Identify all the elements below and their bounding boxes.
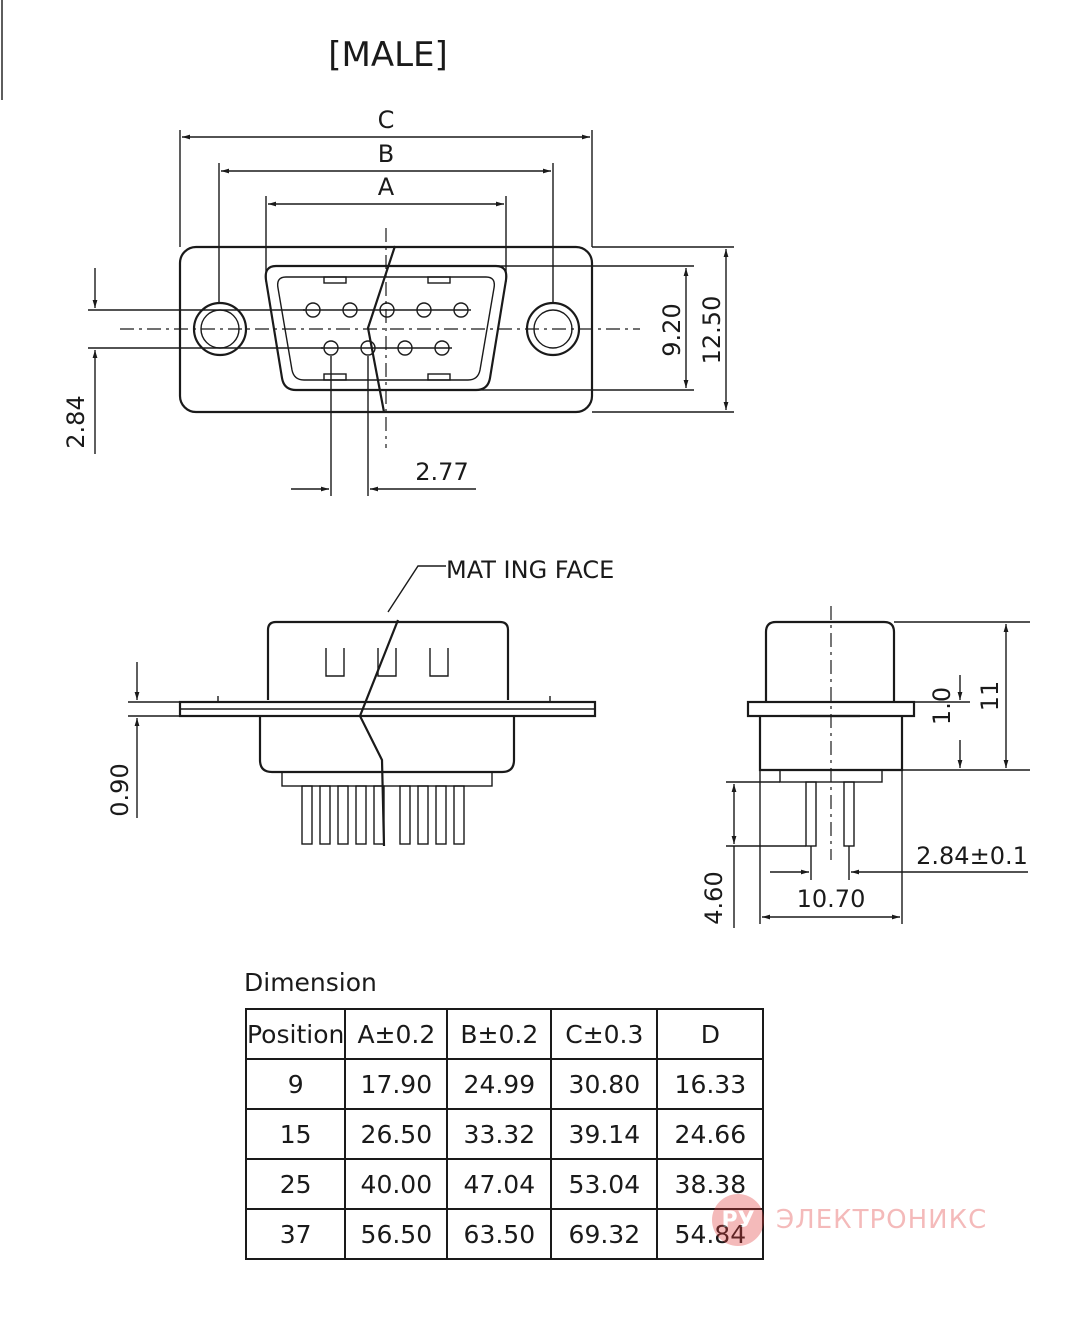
- mating-face-leader: [387, 565, 446, 613]
- dim-label-c: C: [378, 106, 395, 134]
- front-insulator: [281, 771, 493, 787]
- contact-slot: [429, 648, 449, 677]
- dim-label-flange: 0.90: [106, 763, 134, 816]
- table-cell: 24.99: [446, 1058, 553, 1110]
- table-cell: 56.50: [344, 1208, 449, 1260]
- table-row: 25 40.00 47.04 53.04 38.38: [244, 1158, 765, 1210]
- table-cell: 17.90: [344, 1058, 449, 1110]
- table-row: 15 26.50 33.32 39.14 24.66: [244, 1108, 765, 1160]
- key-slot: [323, 373, 347, 381]
- key-slot: [427, 276, 451, 284]
- table-cell: 16.33: [656, 1058, 765, 1110]
- dim-label-row-offset: 2.84: [62, 395, 90, 448]
- mating-face-label: MAT ING FACE: [446, 556, 614, 584]
- table-cell: 54.84: [656, 1208, 765, 1260]
- dim-label-shell: 1.0: [928, 687, 956, 725]
- dim-label-total: 11: [976, 681, 1004, 712]
- table-header-row: Position A±0.2 B±0.2 C±0.3 D: [244, 1008, 765, 1060]
- watermark-logo-icon: РУ: [712, 1194, 764, 1246]
- dim-label-pin-length: 4.60: [700, 871, 728, 924]
- side-pin-left: [805, 781, 817, 847]
- watermark-text: ЭЛЕКТРОНИКС: [776, 1205, 988, 1235]
- side-shell-upper: [764, 620, 896, 702]
- table-cell: 63.50: [446, 1208, 553, 1260]
- front-shell-upper: [266, 620, 510, 700]
- table-cell: 30.80: [550, 1058, 659, 1110]
- table-cell: 24.66: [656, 1108, 765, 1160]
- header-c: C±0.3: [550, 1008, 659, 1060]
- contact-slot: [377, 648, 397, 677]
- header-b: B±0.2: [446, 1008, 553, 1060]
- dim-label-row-spacing: 2.84±0.1: [916, 842, 1028, 870]
- dim-label-b: B: [378, 140, 394, 168]
- table-cell: 26.50: [344, 1108, 449, 1160]
- dimension-table: Position A±0.2 B±0.2 C±0.3 D 9 17.90 24.…: [244, 1008, 765, 1260]
- table-cell: 69.32: [550, 1208, 659, 1260]
- table-cell: 53.04: [550, 1158, 659, 1210]
- key-slot: [427, 373, 451, 381]
- front-shell-lower: [258, 716, 516, 774]
- dim-label-inner-height: 9.20: [658, 303, 686, 356]
- table-cell: 39.14: [550, 1108, 659, 1160]
- header-position: Position: [244, 1008, 347, 1060]
- contact-slot: [325, 648, 345, 677]
- dim-label-width: 10.70: [797, 885, 866, 913]
- table-cell: 15: [244, 1108, 347, 1160]
- front-break-line: [358, 619, 400, 847]
- watermark: РУ ЭЛЕКТРОНИКС: [712, 1194, 987, 1246]
- table-cell: 40.00: [344, 1158, 449, 1210]
- dim-label-a: A: [378, 173, 395, 201]
- break-line: [366, 245, 397, 413]
- header-a: A±0.2: [344, 1008, 449, 1060]
- table-row: 9 17.90 24.99 30.80 16.33: [244, 1058, 765, 1110]
- pin-row-top: [303, 302, 471, 318]
- d-shell-inner: [276, 276, 496, 381]
- table-cell: 37: [244, 1208, 347, 1260]
- top-view: C B A 9.20 12.50 2.84 2.77: [62, 106, 734, 496]
- dim-label-outer-height: 12.50: [698, 296, 726, 365]
- table-cell: 47.04: [446, 1158, 553, 1210]
- table-cell: 38.38: [656, 1158, 765, 1210]
- table-cell: 9: [244, 1058, 347, 1110]
- key-slot: [323, 276, 347, 284]
- connector-drawing: [MALE]: [1, 0, 1030, 928]
- table-caption: Dimension: [244, 968, 377, 997]
- front-view: MAT ING FACE 0.90: [106, 556, 614, 847]
- table-row: 37 56.50 63.50 69.32 54.84: [244, 1208, 765, 1260]
- header-d: D: [656, 1008, 765, 1060]
- table-cell: 33.32: [446, 1108, 553, 1160]
- dim-label-pin-pitch: 2.77: [415, 458, 468, 486]
- table-cell: 25: [244, 1158, 347, 1210]
- view-title: [MALE]: [328, 35, 448, 75]
- side-view: 1.0 11 4.60 2.84±0.1 10.70: [700, 606, 1030, 928]
- side-pin-right: [843, 781, 855, 847]
